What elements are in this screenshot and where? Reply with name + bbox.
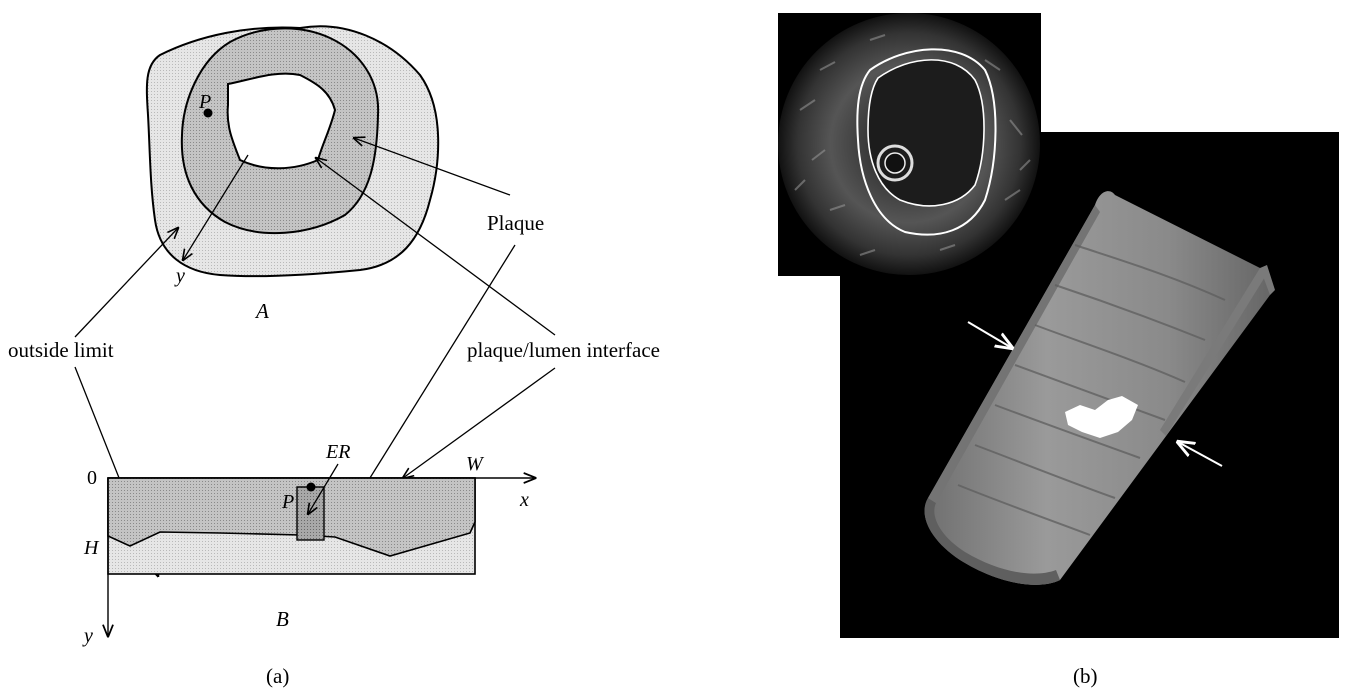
caption-b: (b) bbox=[1073, 664, 1098, 688]
view-b-label: B bbox=[276, 607, 289, 631]
outside-limit-arrow-a bbox=[75, 228, 178, 337]
origin-label: 0 bbox=[87, 467, 97, 489]
axis-y-a-label: y bbox=[174, 265, 185, 287]
outside-limit-callout-label: outside limit bbox=[8, 338, 114, 362]
height-label: H bbox=[83, 537, 100, 559]
panel-a: P y A Plaque outside limit plaque/lumen … bbox=[8, 26, 660, 688]
axis-x-label: x bbox=[519, 489, 529, 511]
width-label: W bbox=[466, 453, 485, 475]
point-p-b-label: P bbox=[281, 491, 294, 513]
ivus-lumen-contour bbox=[868, 60, 984, 206]
ivus-image bbox=[778, 13, 1041, 276]
view-a-label: A bbox=[254, 299, 269, 323]
point-p-a-label: P bbox=[198, 91, 211, 113]
plaque-callout-label: Plaque bbox=[487, 211, 544, 235]
caption-a: (a) bbox=[266, 664, 289, 688]
plaque-arrow-b bbox=[350, 245, 515, 510]
interface-callout-label: plaque/lumen interface bbox=[467, 338, 660, 362]
region-label: ER bbox=[325, 441, 350, 463]
axis-y-b-label: y bbox=[82, 625, 93, 647]
ivus-catheter bbox=[885, 153, 905, 173]
unfolded-view-b: P ER 0 W H x y B bbox=[82, 441, 535, 647]
point-p-b bbox=[307, 483, 316, 492]
cross-section-a: P y A bbox=[147, 26, 438, 323]
lumen bbox=[228, 74, 335, 169]
panel-b: (b) bbox=[778, 13, 1339, 688]
